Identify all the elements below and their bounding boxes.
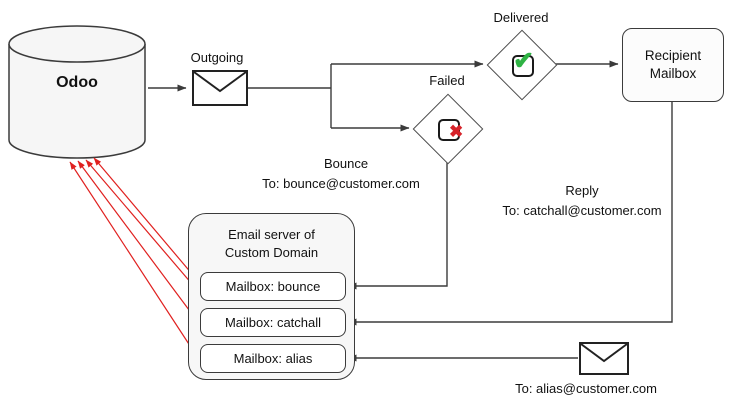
reply-to-address: To: catchall@customer.com: [502, 203, 662, 218]
alias-envelope-icon: [579, 342, 629, 375]
delivered-label: Delivered: [493, 10, 549, 25]
bounce-label: Bounce: [323, 156, 369, 171]
mailbox-catchall-node: Mailbox: catchall: [200, 308, 346, 337]
email-server-title-line1: Email server of: [228, 227, 315, 242]
alias-to-odoo-arrow: [69, 161, 199, 359]
cross-icon: ✖: [449, 122, 464, 141]
outgoing-envelope-icon: [192, 70, 248, 106]
check-icon: ✔: [513, 47, 534, 75]
bounce-to-address: To: bounce@customer.com: [262, 176, 420, 191]
catchall-to-odoo-arrow: [77, 160, 199, 323]
mailbox-bounce-node: Mailbox: bounce: [200, 272, 346, 301]
odoo-node-label: Odoo: [56, 74, 98, 91]
failed-label: Failed: [429, 73, 465, 88]
email-server-title: Email server of Custom Domain: [189, 226, 354, 261]
alias-to-address: To: alias@customer.com: [515, 381, 657, 396]
recipient-to-catchall-arrow: [347, 100, 673, 326]
odoo-database-icon: [8, 25, 146, 159]
email-server-title-line2: Custom Domain: [224, 244, 319, 260]
failed-to-bounce-arrow: [347, 162, 448, 290]
bounce-to-odoo-arrow: [93, 157, 199, 282]
recipient-mailbox-node: Recipient Mailbox: [622, 28, 724, 102]
mailbox-alias-node: Mailbox: alias: [200, 344, 346, 373]
outgoing-label: Outgoing: [190, 50, 244, 65]
bounce-to-odoo-arrow-2: [85, 159, 199, 292]
reply-label: Reply: [565, 183, 599, 198]
